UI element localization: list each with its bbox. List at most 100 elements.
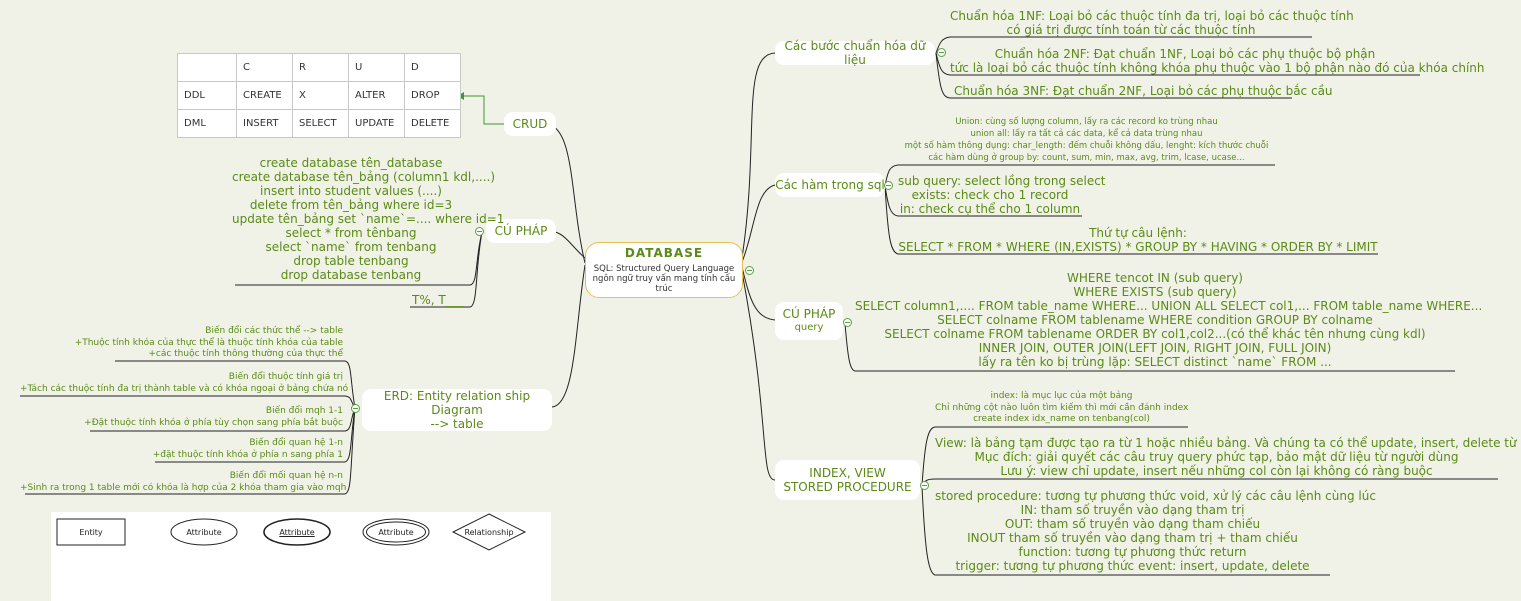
syntax-line: delete from tên_bảng where id=3	[249, 198, 453, 212]
legend-entity: Entity	[79, 527, 103, 537]
functions-line: union all: lấy ra tất cả các data, kể cả…	[970, 129, 1203, 139]
branch-erd-label-2: --> table	[430, 417, 484, 431]
query-line: lấy ra tên ko bị trùng lặp: SELECT disti…	[978, 355, 1332, 369]
erd-line: +các thuộc tính thông thường của thực th…	[148, 349, 343, 359]
crud-cell: D	[404, 53, 461, 82]
branch-index-view[interactable]: INDEX, VIEW STORED PROCEDURE	[775, 460, 920, 500]
erd-item-2: Biến đổi thuộc tính giá trị +Tách các th…	[20, 372, 349, 395]
legend-multivalued-attribute: Attribute	[378, 527, 414, 537]
collapse-cu-phap-icon[interactable]	[475, 227, 484, 236]
branch-crud[interactable]: CRUD	[504, 112, 556, 136]
syntax-line: create database tên_bảng (column1 kdl,..…	[232, 170, 496, 184]
crud-cell: DELETE	[404, 109, 461, 138]
root-node-database[interactable]: DATABASE SQL: Structured Query Language …	[585, 242, 743, 298]
collapse-root-icon[interactable]	[745, 266, 754, 275]
procedure-line: INOUT tham số truyền vào dạng tham trị +…	[967, 531, 1298, 545]
legend-relationship: Relationship	[464, 527, 514, 537]
query-list: WHERE tencot IN (sub query) WHERE EXISTS…	[855, 271, 1483, 369]
crud-cell: DML	[177, 109, 237, 138]
crud-cell: CREATE	[236, 81, 293, 110]
normalize-line: Chuẩn hóa 2NF: Đạt chuẩn 1NF, Loại bỏ cá…	[994, 47, 1376, 61]
procedure-line: function: tương tự phương thức return	[1018, 545, 1247, 559]
crud-cell: ALTER	[348, 81, 405, 110]
view-line: Mục đích: giải quyết các câu truy query …	[974, 450, 1459, 464]
functions-line: một số hàm thông dụng: char_length: đếm …	[904, 141, 1269, 151]
query-line: SELECT column1,.... FROM table_name WHER…	[855, 299, 1483, 313]
index-line: Chỉ những cột nào luôn tìm kiếm thì mới …	[935, 402, 1189, 413]
syntax-line: drop database tenbang	[280, 268, 422, 282]
branch-erd-label-1: ERD: Entity relation ship Diagram	[383, 389, 531, 417]
procedure-block: stored procedure: tương tự phương thức v…	[935, 489, 1376, 573]
link-chuan-hoa	[741, 52, 776, 259]
normalize-line: có giá trị được tính toán từ các thuộc t…	[1006, 23, 1256, 37]
functions-line: sub query: select lồng trong select	[898, 174, 1106, 188]
branch-ham-sql-label: Các hàm trong sql	[775, 178, 885, 192]
crud-cell: R	[292, 53, 349, 82]
collapse-erd-icon[interactable]	[351, 404, 360, 413]
legend-key-attribute: Attribute	[279, 527, 315, 537]
collapse-cu-phap-query-icon[interactable]	[843, 318, 852, 327]
branch-index-label-1: INDEX, VIEW	[809, 466, 886, 480]
crud-cell: U	[348, 53, 405, 82]
crud-cell: INSERT	[236, 109, 293, 138]
query-line: INNER JOIN, OUTER JOIN(LEFT JOIN, RIGHT …	[978, 341, 1332, 355]
functions-line: SELECT * FROM * WHERE (IN,EXISTS) * GROU…	[898, 240, 1378, 254]
erd-line: Biến đổi quan hệ 1-n	[249, 438, 343, 448]
erd-line: Biến đổi mqh 1-1	[265, 406, 343, 416]
link-erd	[551, 264, 586, 408]
branch-cu-phap-label: CÚ PHÁP	[494, 224, 548, 238]
erd-line: Biến đổi các thức thể --> table	[205, 326, 343, 336]
branch-index-label-2: STORED PROCEDURE	[783, 480, 912, 494]
crud-cell: C	[236, 53, 293, 82]
root-subtitle-2: ngôn ngữ truy vấn mang tính cấu trúc	[592, 274, 736, 294]
link-cu-phap-query	[741, 266, 776, 321]
branch-cu-phap[interactable]: CÚ PHÁP	[486, 219, 556, 243]
legend-attribute: Attribute	[186, 527, 222, 537]
erd-item-5: Biến đổi mối quan hệ n-n +Sinh ra trong …	[20, 471, 347, 494]
collapse-chuan-hoa-icon[interactable]	[937, 48, 946, 57]
query-line: WHERE tencot IN (sub query)	[1067, 271, 1243, 285]
branch-erd[interactable]: ERD: Entity relation ship Diagram --> ta…	[362, 389, 552, 431]
collapse-index-icon[interactable]	[920, 481, 929, 490]
index-line: index: là mục lục của một bảng	[990, 391, 1133, 401]
query-line: WHERE EXISTS (sub query)	[1073, 285, 1237, 299]
syntax-list: create database tên_database create data…	[232, 156, 505, 282]
link-crud	[547, 123, 586, 264]
query-line: SELECT colname FROM tablename WHERE cond…	[937, 313, 1373, 327]
syntax-line: select * from tênbang	[285, 226, 417, 240]
erd-line: +Tách các thuộc tính đa trị thành table …	[20, 383, 349, 394]
erd-line: +Thuộc tính khóa của thực thể là thuộc t…	[74, 337, 343, 348]
branch-chuan-hoa-label: Các bước chuẩn hóa dữ liệu	[784, 39, 926, 67]
functions-line: in: check cụ thể cho 1 column	[899, 202, 1081, 216]
branch-cu-phap-query[interactable]: CÚ PHÁP query	[775, 302, 843, 340]
index-block: index: là mục lục của một bảng Chỉ những…	[935, 391, 1188, 426]
erd-item-4: Biến đổi quan hệ 1-n +đặt thuộc tính khó…	[20, 438, 343, 461]
branch-chuan-hoa[interactable]: Các bước chuẩn hóa dữ liệu	[775, 39, 935, 67]
functions-line: Thứ tự câu lệnh:	[1089, 226, 1187, 240]
erd-item-3: Biến đổi mqh 1-1 +Đặt thuộc tính khóa ở …	[20, 406, 343, 429]
erd-line: Biến đổi mối quan hệ n-n	[229, 471, 343, 481]
procedure-line: trigger: tương tự phương thức event: ins…	[955, 559, 1310, 573]
link-ham-sql	[741, 184, 776, 263]
functions-line: exists: check cho 1 record	[911, 188, 1069, 202]
crud-cell: X	[292, 81, 349, 110]
syntax-line: update tên_bảng set `name`=.... where id…	[232, 212, 505, 226]
syntax-line: drop table tenbang	[293, 254, 409, 268]
branch-crud-label: CRUD	[512, 117, 548, 131]
erd-line: +Sinh ra trong 1 table mới có khóa là hợ…	[20, 482, 347, 493]
normalize-line: Chuẩn hóa 1NF: Loại bỏ các thuộc tính đa…	[950, 9, 1354, 23]
crud-cell: SELECT	[292, 109, 349, 138]
root-subtitle-1: SQL: Structured Query Language	[593, 264, 735, 274]
erd-legend: Entity Attribute Attribute Attribute Rel…	[51, 512, 551, 601]
procedure-line: stored procedure: tương tự phương thức v…	[935, 489, 1376, 503]
normalize-1nf: Chuẩn hóa 1NF: Loại bỏ các thuộc tính đa…	[950, 9, 1354, 37]
branch-ham-sql[interactable]: Các hàm trong sql	[775, 173, 885, 197]
syntax-line: insert into student values (....)	[260, 184, 442, 198]
view-block: View: là bảng tạm được tạo ra từ 1 hoặc …	[935, 436, 1521, 478]
legend-shapes	[56, 513, 527, 551]
collapse-ham-sql-icon[interactable]	[884, 181, 893, 190]
functions-line: Union: cùng số lượng column, lấy ra các …	[955, 117, 1218, 127]
normalize-line: Chuẩn hóa 3NF: Đạt chuẩn 2NF, Loại bỏ cá…	[954, 84, 1333, 98]
normalize-3nf: Chuẩn hóa 3NF: Đạt chuẩn 2NF, Loại bỏ cá…	[954, 84, 1333, 98]
